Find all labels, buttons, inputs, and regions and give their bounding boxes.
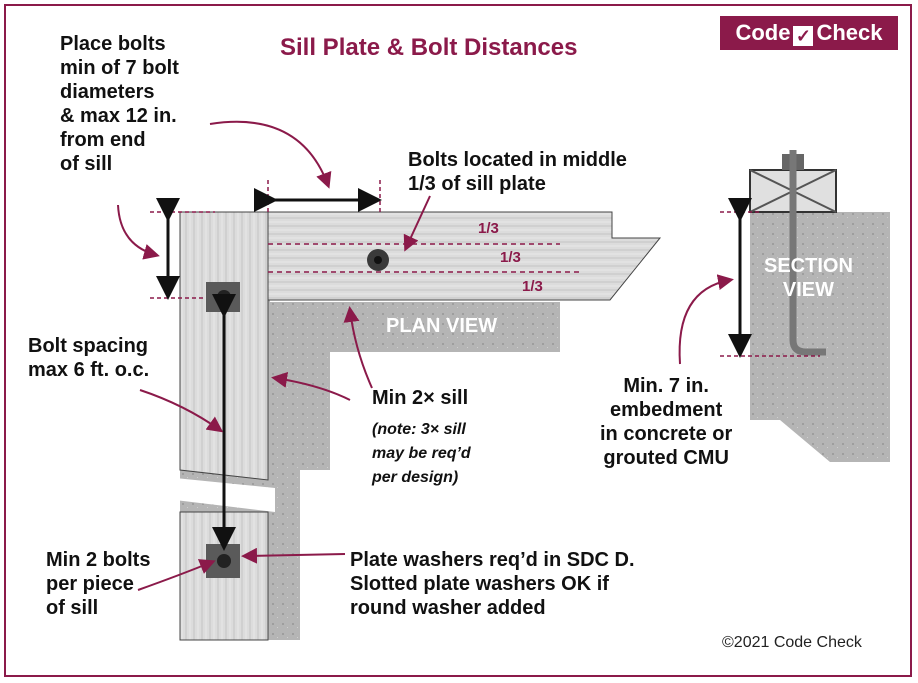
plan-concrete — [180, 212, 560, 640]
code-check-logo: Code✓Check — [720, 16, 898, 50]
sill-note: (note: 3× sill may be req’d per design) — [372, 421, 471, 486]
section-view-label: SECTION VIEW — [764, 255, 853, 301]
section-anchor-bolt — [789, 150, 826, 356]
plan-sill-horizontal — [267, 211, 662, 301]
bolt-lower — [217, 554, 231, 568]
check-mark-icon: ✓ — [793, 26, 814, 46]
section-concrete — [750, 212, 890, 462]
page-title: Sill Plate & Bolt Distances — [280, 34, 578, 61]
border-frame — [4, 4, 912, 677]
embedment-label: Min. 7 in. embedment in concrete or grou… — [600, 375, 733, 469]
third-label-1: 1/3 — [478, 220, 499, 237]
middle-third-label: Bolts located in middle 1/3 of sill plat… — [408, 149, 627, 195]
end-distance-label: Place bolts min of 7 bolt diameters & ma… — [60, 33, 179, 175]
copyright-text: ©2021 Code Check — [722, 634, 862, 651]
bolt-spacing-label: Bolt spacing max 6 ft. o.c. — [28, 335, 150, 381]
plate-washers-label: Plate washers req’d in SDC D. Slotted pl… — [350, 549, 635, 619]
logo-right: Check — [816, 20, 883, 45]
logo-left: Code — [735, 20, 791, 45]
third-label-3: 1/3 — [522, 278, 543, 295]
bolt-upper — [217, 290, 231, 304]
min-bolts-label: Min 2 bolts per piece of sill — [46, 549, 151, 619]
min-sill-label: Min 2× sill — [372, 387, 469, 409]
third-label-2: 1/3 — [500, 249, 521, 266]
plan-view-label: PLAN VIEW — [386, 315, 498, 337]
